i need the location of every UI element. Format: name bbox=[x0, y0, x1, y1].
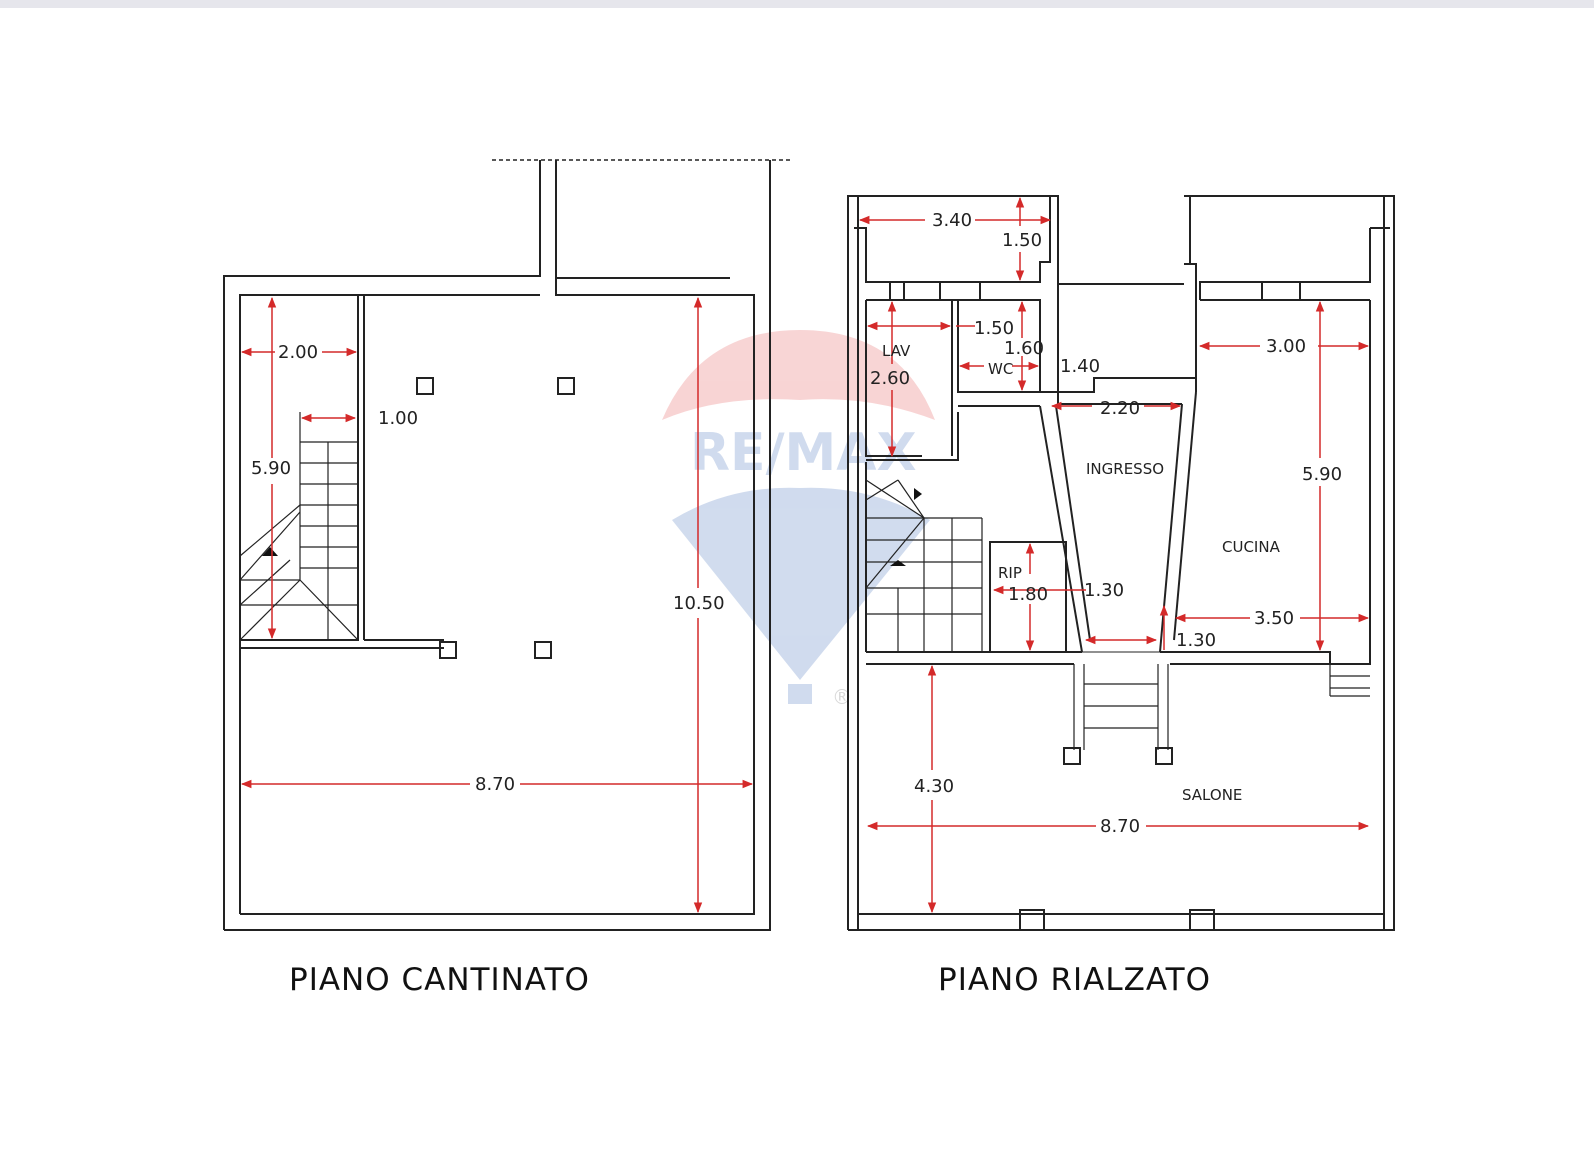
stairs bbox=[239, 412, 359, 641]
wall bbox=[1039, 405, 1083, 653]
lav-wall bbox=[865, 300, 922, 457]
pillar bbox=[557, 377, 575, 395]
watermark-text: RE/MAX bbox=[690, 423, 917, 483]
dim-label: 2.60 bbox=[870, 368, 910, 389]
pillar bbox=[1155, 747, 1173, 765]
wall bbox=[1184, 263, 1197, 392]
dim-labels-rialzato: 3.40 1.50 1.50 1.60 2.60 1.40 2.20 3.00 … bbox=[870, 210, 1342, 837]
room-label-ingresso: INGRESSO bbox=[1086, 460, 1164, 478]
dim-labels-cantinato: 2.00 1.00 5.90 10.50 8.70 bbox=[251, 342, 725, 795]
room-label-cucina: CUCINA bbox=[1222, 538, 1281, 556]
dim-label: 8.70 bbox=[475, 774, 515, 795]
plan-rialzato bbox=[847, 195, 1395, 931]
outer-wall bbox=[847, 195, 859, 930]
room-label-rip: RIP bbox=[998, 564, 1022, 582]
dim-label: 2.20 bbox=[1100, 398, 1140, 419]
entrance-steps bbox=[1073, 664, 1370, 750]
inner-wall bbox=[239, 294, 540, 914]
wall bbox=[1058, 377, 1196, 393]
wall bbox=[1040, 391, 1182, 405]
pillar bbox=[439, 641, 457, 659]
outer-wall bbox=[224, 160, 771, 931]
dims-rialzato bbox=[858, 196, 1370, 914]
dim-label: 1.40 bbox=[1060, 356, 1100, 377]
pillar bbox=[1063, 747, 1081, 765]
inner-wall bbox=[240, 160, 755, 915]
stair-arrow-icon bbox=[262, 547, 278, 556]
top-border bbox=[0, 0, 1594, 8]
balcony-wall bbox=[858, 195, 1059, 394]
balcony-wall bbox=[1199, 228, 1371, 300]
room-label-wc: WC bbox=[988, 360, 1013, 378]
window bbox=[889, 281, 905, 301]
dim-label: 1.80 bbox=[1008, 584, 1048, 605]
pillar bbox=[1019, 909, 1045, 931]
dim-label: 3.00 bbox=[1266, 336, 1306, 357]
dim-label: 3.50 bbox=[1254, 608, 1294, 629]
dim-label: 2.00 bbox=[278, 342, 318, 363]
dim-label: 1.30 bbox=[1176, 630, 1216, 651]
wall bbox=[866, 412, 959, 461]
dim-label: 1.50 bbox=[974, 318, 1014, 339]
dims-cantinato bbox=[240, 296, 754, 914]
plan-cantinato bbox=[223, 159, 790, 931]
dim-label: 5.90 bbox=[1302, 464, 1342, 485]
dim-label: 4.30 bbox=[914, 776, 954, 797]
dim-label: 8.70 bbox=[1100, 816, 1140, 837]
pillar bbox=[534, 641, 552, 659]
pillar bbox=[1189, 909, 1215, 931]
wc-room bbox=[957, 299, 1041, 393]
dim-label: 3.40 bbox=[932, 210, 972, 231]
dim-label: 10.50 bbox=[673, 593, 725, 614]
wall bbox=[1055, 405, 1091, 641]
pillar bbox=[416, 377, 434, 395]
dim-label: 1.50 bbox=[1002, 230, 1042, 251]
outer-wall bbox=[223, 160, 541, 930]
stair-arrow-icon bbox=[914, 488, 922, 500]
floor-title-rialzato: PIANO RIALZATO bbox=[938, 962, 1211, 998]
room-label-lav: LAV bbox=[882, 342, 911, 360]
wall bbox=[1173, 391, 1197, 641]
dim-label: 5.90 bbox=[251, 458, 291, 479]
window bbox=[939, 281, 981, 301]
window bbox=[1261, 281, 1301, 301]
balcony-wall bbox=[854, 196, 1051, 283]
dim-label: 1.60 bbox=[1004, 338, 1044, 359]
stairs bbox=[865, 479, 983, 652]
room-label-salone: SALONE bbox=[1182, 786, 1242, 804]
dim-label: 1.30 bbox=[1084, 580, 1124, 601]
floor-title-cantinato: PIANO CANTINATO bbox=[289, 962, 590, 998]
dim-label: 1.00 bbox=[378, 408, 418, 429]
room-labels-rialzato: LAV WC INGRESSO CUCINA RIP SALONE bbox=[882, 342, 1281, 804]
stair-arrow-icon bbox=[890, 560, 906, 566]
